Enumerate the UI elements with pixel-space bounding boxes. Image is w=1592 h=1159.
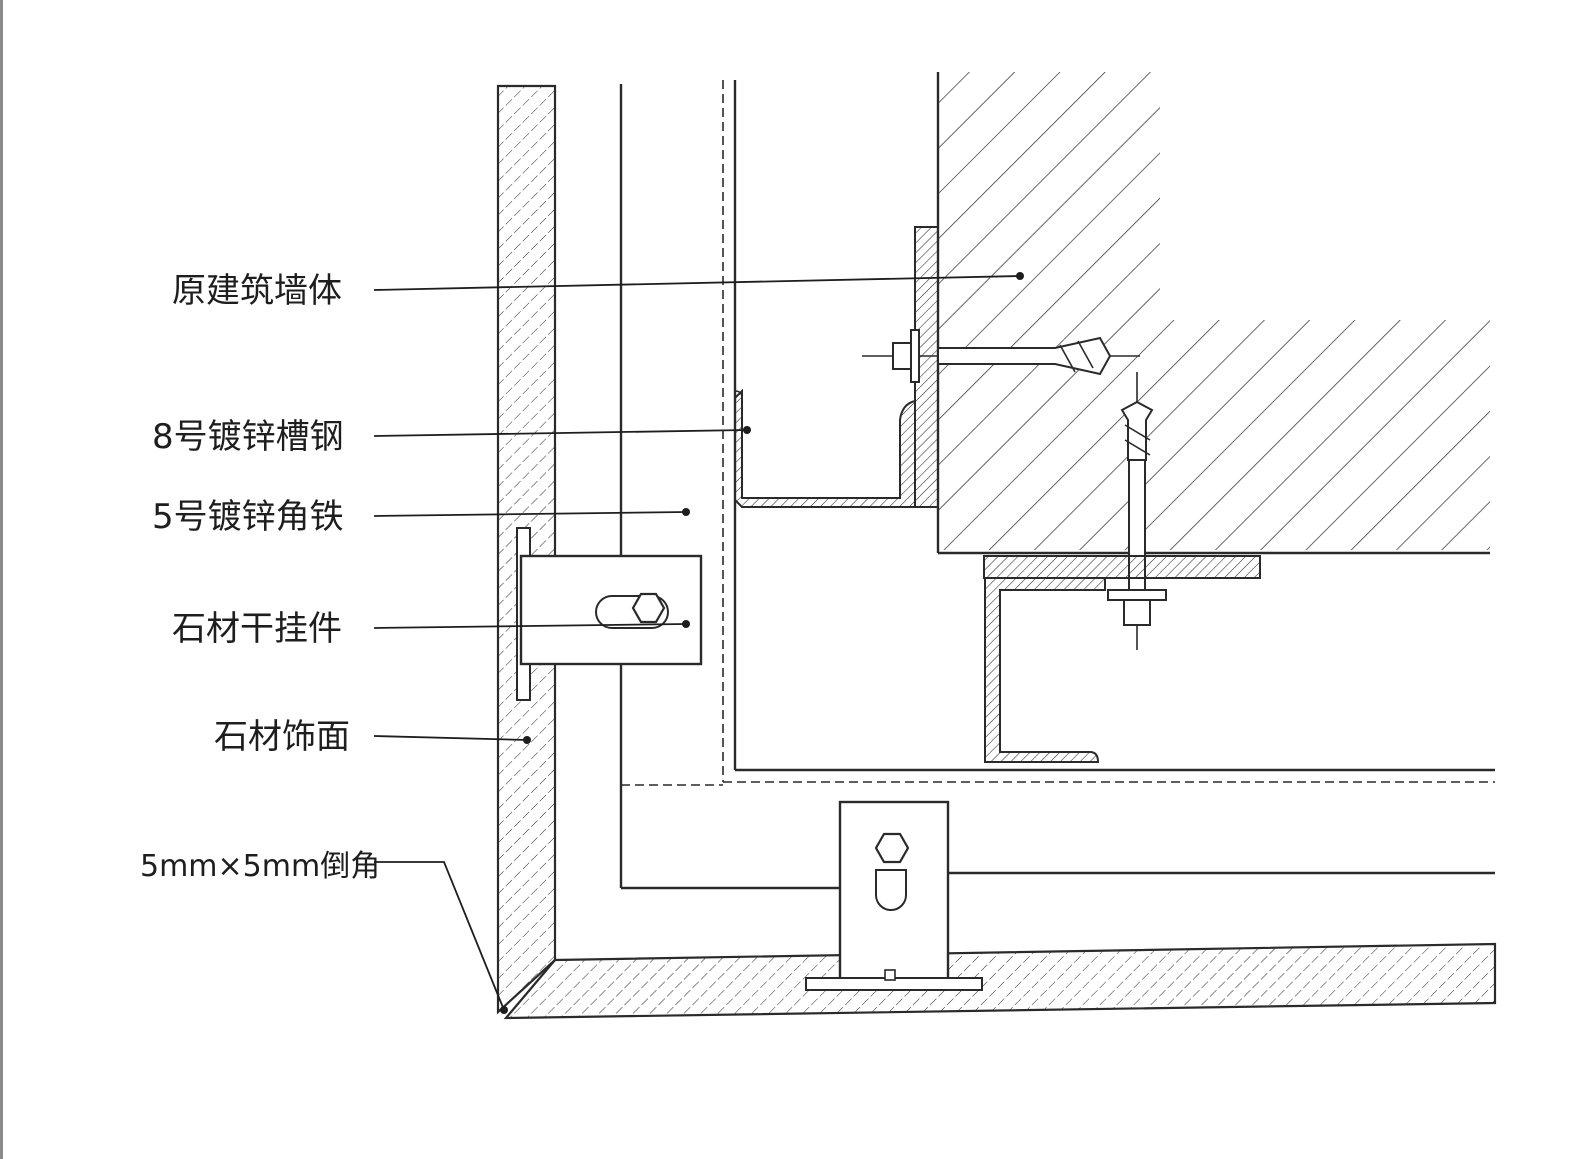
- annotation-dry-hanger: 石材干挂件: [172, 609, 690, 649]
- annotation-angle-iron: 5号镀锌角铁: [152, 497, 690, 537]
- channel-steel-8: [734, 388, 916, 508]
- dry-hanger-left: [516, 527, 703, 701]
- label-wall: 原建筑墙体: [172, 271, 342, 311]
- upper-bracket-plate: [983, 555, 1261, 579]
- label-angle-iron: 5号镀锌角铁: [152, 497, 344, 537]
- label-channel-steel: 8号镀锌槽钢: [152, 417, 344, 457]
- annotation-channel-steel: 8号镀锌槽钢: [152, 417, 751, 457]
- annotation-chamfer: 5mm×5mm倒角: [140, 849, 508, 1014]
- annotation-wall: 原建筑墙体: [172, 271, 1024, 311]
- label-stone-facing: 石材饰面: [214, 717, 350, 757]
- label-chamfer: 5mm×5mm倒角: [140, 849, 380, 884]
- stone-facing-horizontal: [503, 942, 1497, 1020]
- horizontal-anchor-bolt: [862, 329, 1140, 383]
- page-edge: [0, 0, 3, 1159]
- lower-channel-steel: [984, 577, 1106, 763]
- annotation-stone-facing: 石材饰面: [214, 717, 531, 757]
- dry-hanger-bottom: [805, 800, 983, 991]
- building-wall: [936, 72, 1490, 555]
- label-dry-hanger: 石材干挂件: [172, 609, 342, 649]
